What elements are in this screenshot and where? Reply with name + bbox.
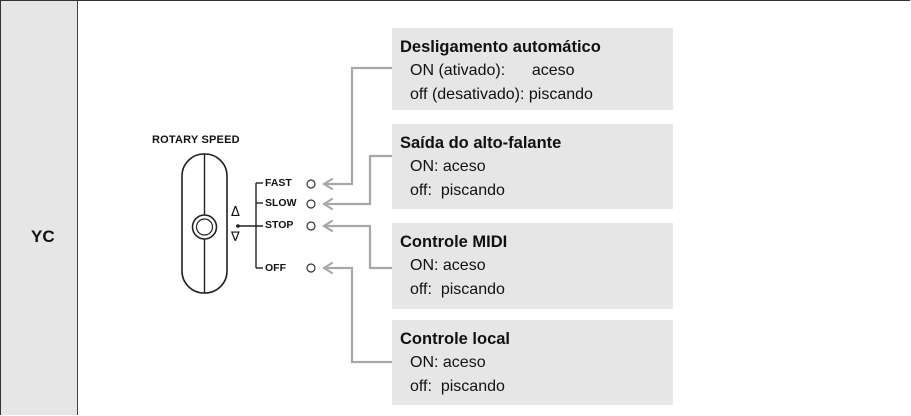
function-title: Controle local: [400, 330, 511, 348]
function-line: ON (ativado): aceso: [410, 62, 575, 79]
model-label-cell: YC: [1, 1, 78, 415]
function-line: ON: aceso: [410, 158, 486, 175]
lamp-slow: [306, 199, 316, 209]
function-line: off: piscando: [410, 182, 505, 199]
function-box-midi: Controle MIDI ON: aceso off: piscando: [392, 223, 673, 309]
arrowhead-off: [321, 261, 334, 275]
lamp-fast: [306, 179, 316, 189]
position-label-off: OFF: [265, 262, 286, 274]
connector-auto-off: [325, 66, 392, 186]
lamp-stop: [306, 221, 316, 231]
position-label-stop: STOP: [265, 219, 294, 231]
function-box-auto-off: Desligamento automático ON (ativado): ac…: [392, 28, 673, 110]
function-title: Saída do alto-falante: [400, 134, 562, 152]
lamp-off: [306, 263, 316, 273]
arrowhead-stop: [321, 219, 334, 233]
up-triangle-icon: Δ: [231, 205, 240, 220]
function-line: ON: aceso: [410, 354, 486, 371]
down-triangle-icon: ∇: [231, 230, 240, 245]
function-line: off: piscando: [410, 281, 505, 298]
function-box-speaker: Saída do alto-falante ON: aceso off: pis…: [392, 124, 673, 209]
position-label-fast: FAST: [265, 177, 292, 189]
function-line: off (desativado): piscando: [410, 86, 593, 103]
arrowhead-fast: [321, 177, 334, 191]
function-line: off: piscando: [410, 378, 505, 395]
stop-dot: [236, 224, 240, 228]
connector-speaker: [325, 154, 392, 206]
function-line: ON: aceso: [410, 257, 486, 274]
function-box-local: Controle local ON: aceso off: piscando: [392, 320, 673, 405]
model-label: YC: [31, 227, 55, 246]
connector-midi: [325, 224, 392, 270]
position-label-slow: SLOW: [265, 197, 297, 209]
arrowhead-slow: [321, 197, 334, 211]
connector-local: [325, 266, 392, 364]
knob-inner: [195, 218, 214, 236]
panel-title: ROTARY SPEED: [152, 134, 240, 146]
function-title: Controle MIDI: [400, 233, 508, 251]
function-title: Desligamento automático: [400, 38, 601, 56]
